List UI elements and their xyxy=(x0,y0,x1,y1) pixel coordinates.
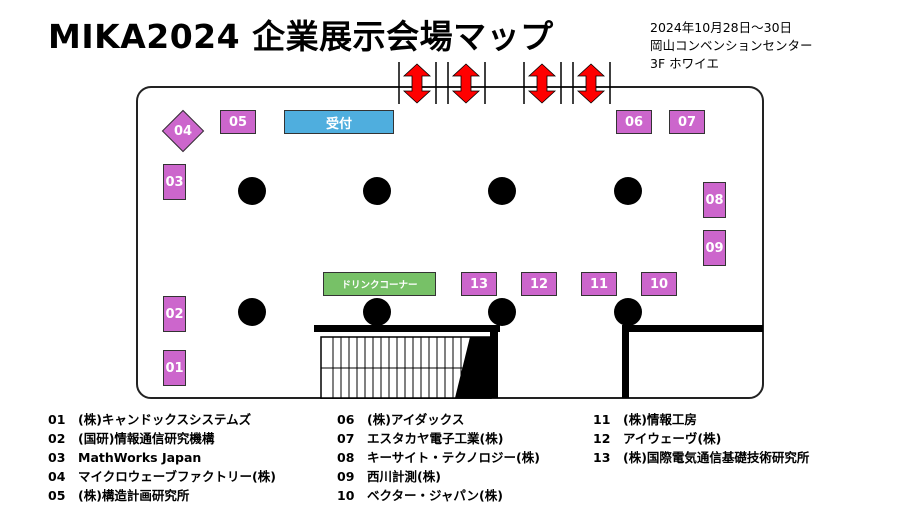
legend-item: 11(株)情報工房 xyxy=(593,412,697,427)
legend-item: 05(株)構造計画研究所 xyxy=(48,488,190,503)
booth-06[interactable]: 06 xyxy=(616,110,652,134)
legend-item: 02(国研)情報通信研究機構 xyxy=(48,431,215,446)
page-title: MIKA2024 企業展示会場マップ xyxy=(48,17,554,56)
entrance-arrow-icon xyxy=(527,63,557,104)
booth-03[interactable]: 03 xyxy=(163,164,186,200)
booth-12[interactable]: 12 xyxy=(521,272,557,296)
event-venue: 岡山コンベンションセンター xyxy=(650,38,813,53)
entrance-arrow-icon xyxy=(451,63,481,104)
legend-item: 01(株)キャンドックスシステムズ xyxy=(48,412,252,427)
event-date: 2024年10月28日～30日 xyxy=(650,20,793,35)
entrance-arrows xyxy=(402,63,606,104)
escalator xyxy=(314,325,500,399)
booth-08[interactable]: 08 xyxy=(703,182,726,218)
booth-10[interactable]: 10 xyxy=(641,272,677,296)
pillar xyxy=(614,177,642,205)
booth-04[interactable]: 04 xyxy=(173,123,193,139)
pillar xyxy=(614,298,642,326)
entrance-arrow-icon xyxy=(576,63,606,104)
pillar xyxy=(488,298,516,326)
pillar xyxy=(488,177,516,205)
booth-02[interactable]: 02 xyxy=(163,296,186,332)
booth-13[interactable]: 13 xyxy=(461,272,497,296)
entrance-doors xyxy=(398,62,611,104)
drink-corner[interactable]: ドリンクコーナー xyxy=(323,272,436,296)
booth-09[interactable]: 09 xyxy=(703,230,726,266)
booth-01[interactable]: 01 xyxy=(163,350,186,386)
entrance-arrow-icon xyxy=(402,63,432,104)
reception-desk[interactable]: 受付 xyxy=(284,110,394,134)
legend-item: 06(株)アイダックス xyxy=(337,412,465,427)
pillars xyxy=(238,177,642,326)
event-floor: 3F ホワイエ xyxy=(650,56,719,71)
pillar xyxy=(238,177,266,205)
pillar xyxy=(238,298,266,326)
event-info: 2024年10月28日～30日 岡山コンベンションセンター 3F ホワイエ xyxy=(650,19,813,73)
legend-item: 13(株)国際電気通信基礎技術研究所 xyxy=(593,450,810,465)
pillar xyxy=(363,298,391,326)
pillar xyxy=(363,177,391,205)
right-wall xyxy=(622,325,763,398)
booth-05[interactable]: 05 xyxy=(220,110,256,134)
booth-11[interactable]: 11 xyxy=(581,272,617,296)
booth-07[interactable]: 07 xyxy=(669,110,705,134)
